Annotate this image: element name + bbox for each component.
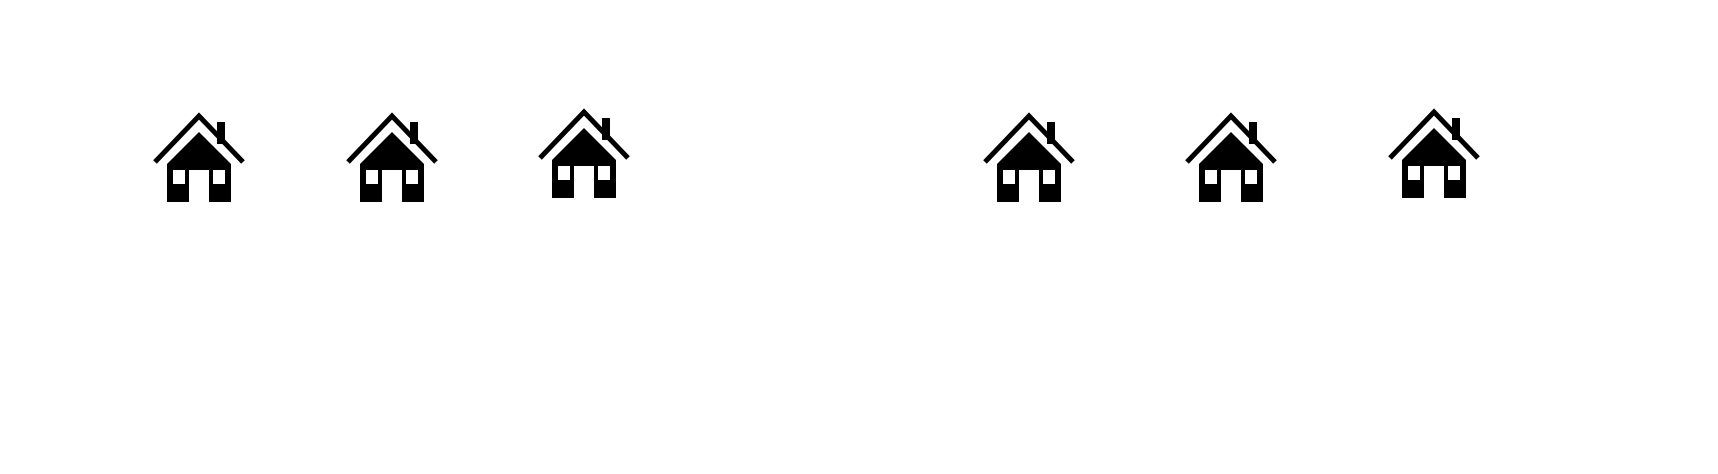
house-icon bbox=[348, 116, 436, 202]
house-icon bbox=[1187, 116, 1275, 202]
house-icon bbox=[155, 116, 243, 202]
house-icon bbox=[540, 112, 628, 198]
house-icon bbox=[1390, 112, 1478, 198]
diagram-single-connection bbox=[109, 112, 782, 351]
house-icon bbox=[985, 116, 1073, 202]
diagram-triple-connection bbox=[935, 112, 1643, 347]
